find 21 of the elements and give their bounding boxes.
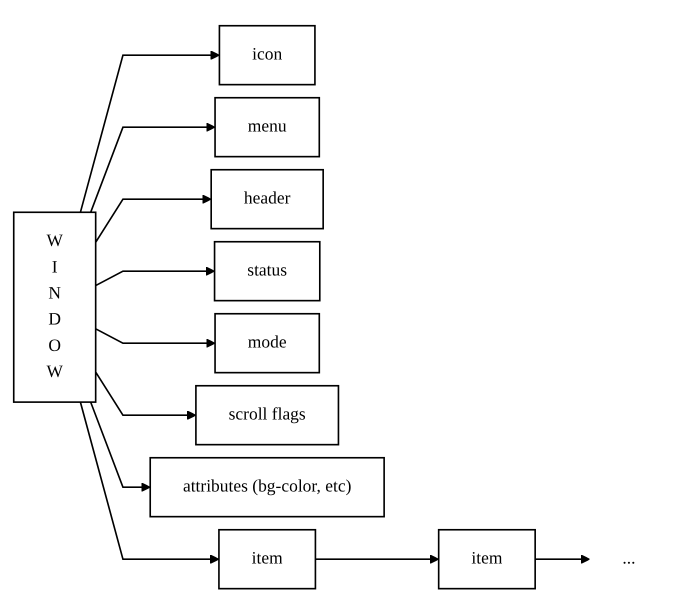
arrow [535, 554, 590, 564]
node-box: menu [214, 97, 320, 158]
node-box: status [214, 241, 321, 302]
arrow [80, 402, 220, 564]
node-box: scroll flags [195, 385, 340, 446]
arrow [80, 50, 220, 213]
node-box: WINDOW [12, 212, 96, 404]
arrow [90, 122, 216, 213]
arrow [315, 554, 440, 564]
arrow [90, 402, 151, 492]
node-box: attributes (bg-color, etc) [149, 457, 385, 518]
node-box: item [218, 529, 316, 590]
node-text: ... [622, 550, 636, 568]
arrow [95, 266, 215, 287]
node-box: header [210, 169, 324, 230]
node-box: item [438, 529, 536, 590]
arrow [95, 328, 216, 348]
node-box: icon [218, 25, 316, 86]
arrow [94, 194, 212, 244]
node-box: mode [214, 313, 320, 374]
arrow [94, 372, 196, 420]
